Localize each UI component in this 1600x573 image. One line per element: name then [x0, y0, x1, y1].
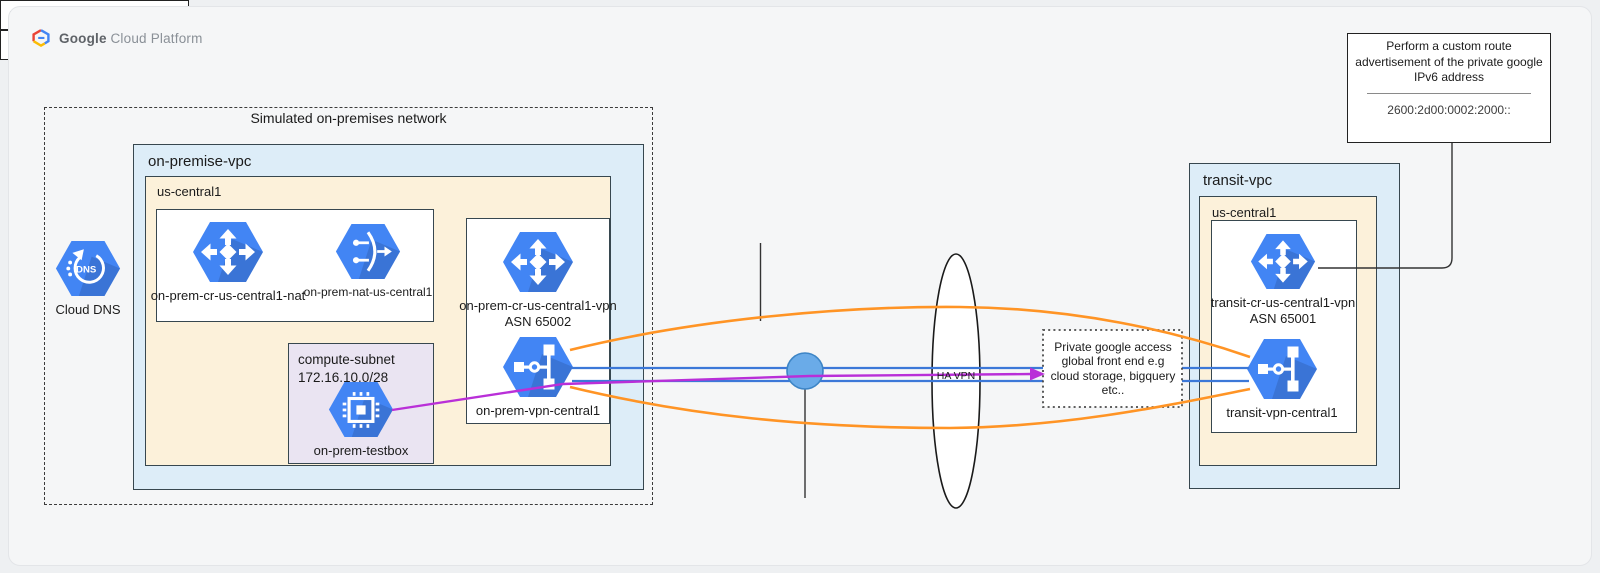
- ha-vpn-label: HA VPN: [936, 370, 976, 382]
- cloud-dns-icon: [55, 240, 121, 297]
- cloud-router-icon: [192, 221, 264, 283]
- transit-vpn-gateway-node: transit-vpn-central1: [1192, 338, 1372, 421]
- simulated-onprem-title: Simulated on-premises network: [250, 110, 447, 126]
- compute-subnet-cidr: 172.16.10.0/28: [298, 369, 389, 385]
- compute-subnet-name: compute-subnet: [298, 352, 395, 367]
- annotation-ipv6-address: 2600:2d00:0002:2000::: [1387, 102, 1511, 117]
- annotation-divider: [1367, 92, 1531, 94]
- cloud-dns-label: Cloud DNS: [55, 302, 121, 317]
- transit-region-label: us-central1: [1212, 205, 1277, 220]
- gcp-logo: Google Cloud Platform: [30, 28, 203, 48]
- transit-router-node: transit-cr-us-central1-vpn ASN 65001: [1193, 233, 1373, 328]
- compute-engine-icon: [328, 381, 394, 438]
- onprem-vpn-router-node: on-prem-cr-us-central1-vpn ASN 65002: [448, 231, 628, 331]
- onprem-vpn-gateway-node: on-prem-vpn-central1: [448, 336, 628, 419]
- onprem-region-label: us-central1: [157, 184, 222, 199]
- onprem-vpn-gateway-label: on-prem-vpn-central1: [475, 403, 601, 418]
- transit-router-name: transit-cr-us-central1-vpn: [1210, 295, 1356, 310]
- gcp-hexagon-icon: [32, 29, 50, 47]
- private-google-access-text: Private google access global front end e…: [1050, 339, 1176, 397]
- onprem-nat-label: on-prem-nat-us-central1: [303, 285, 433, 299]
- cloud-vpn-icon: [1246, 338, 1318, 400]
- custom-route-annotation-text: Perform a custom route advertisement of …: [1355, 39, 1543, 85]
- onprem-vpn-router-name: on-prem-cr-us-central1-vpn: [459, 298, 617, 313]
- gcp-logo-text: Google Cloud Platform: [59, 31, 203, 46]
- compute-subnet-text: compute-subnet 172.16.10.0/28: [298, 351, 395, 386]
- cloud-router-icon: [1250, 233, 1316, 290]
- onprem-testbox-label: on-prem-testbox: [313, 443, 409, 458]
- custom-route-annotation-box: Perform a custom route advertisement of …: [1347, 33, 1551, 143]
- transit-vpc-label: transit-vpc: [1203, 172, 1273, 189]
- logo-cloud-platform: Cloud Platform: [110, 30, 203, 46]
- onprem-vpn-router-asn: ASN 65002: [504, 314, 572, 330]
- onprem-nat-node: on-prem-nat-us-central1: [278, 223, 458, 300]
- cloud-nat-icon: [335, 223, 401, 280]
- onprem-vpn-router-label: on-prem-cr-us-central1-vpn ASN 65002: [459, 298, 617, 331]
- cloud-vpn-icon: [502, 336, 574, 398]
- onprem-router-nat-node: on-prem-cr-us-central1-nat: [128, 221, 328, 304]
- transit-router-asn: ASN 65001: [1249, 311, 1317, 327]
- cloud-dns-node: Cloud DNS: [8, 240, 168, 318]
- cloud-router-icon: [502, 231, 574, 293]
- on-premise-vpc-label: on-premise-vpc: [148, 153, 252, 170]
- onprem-router-nat-label: on-prem-cr-us-central1-nat: [150, 288, 306, 303]
- transit-vpn-gateway-label: transit-vpn-central1: [1226, 405, 1338, 420]
- logo-google: Google: [59, 30, 107, 46]
- onprem-testbox-node: on-prem-testbox: [271, 381, 451, 459]
- transit-router-label: transit-cr-us-central1-vpn ASN 65001: [1211, 295, 1356, 328]
